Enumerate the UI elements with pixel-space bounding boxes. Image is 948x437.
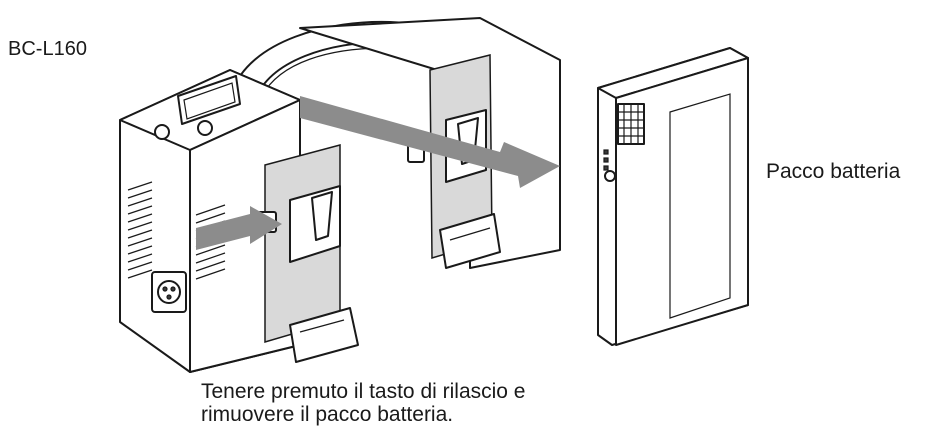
instruction-caption: Tenere premuto il tasto di rilascio e ri…: [201, 380, 526, 426]
lcd-display: [177, 75, 241, 125]
battery-mount-plate: [257, 144, 359, 363]
battery-vent-grid: [617, 103, 645, 145]
control-button: [197, 120, 213, 136]
removal-arrow: [196, 206, 282, 250]
battery-indicator-led: [603, 157, 609, 163]
battery-pack: [597, 47, 749, 346]
charger-unit: [119, 17, 561, 373]
model-label: BC-L160: [8, 38, 87, 60]
control-button: [154, 124, 170, 140]
battery-indicator-led: [603, 149, 609, 155]
instruction-caption-line-2: rimuovere il pacco batteria.: [201, 403, 454, 426]
battery-indicator-led: [603, 165, 609, 171]
instruction-caption-line-1: Tenere premuto il tasto di rilascio e: [201, 380, 526, 403]
removal-arrow: [300, 96, 560, 188]
side-vent: [127, 181, 153, 279]
battery-check-button: [604, 170, 616, 182]
battery-pack-label: Pacco batteria: [766, 160, 901, 183]
